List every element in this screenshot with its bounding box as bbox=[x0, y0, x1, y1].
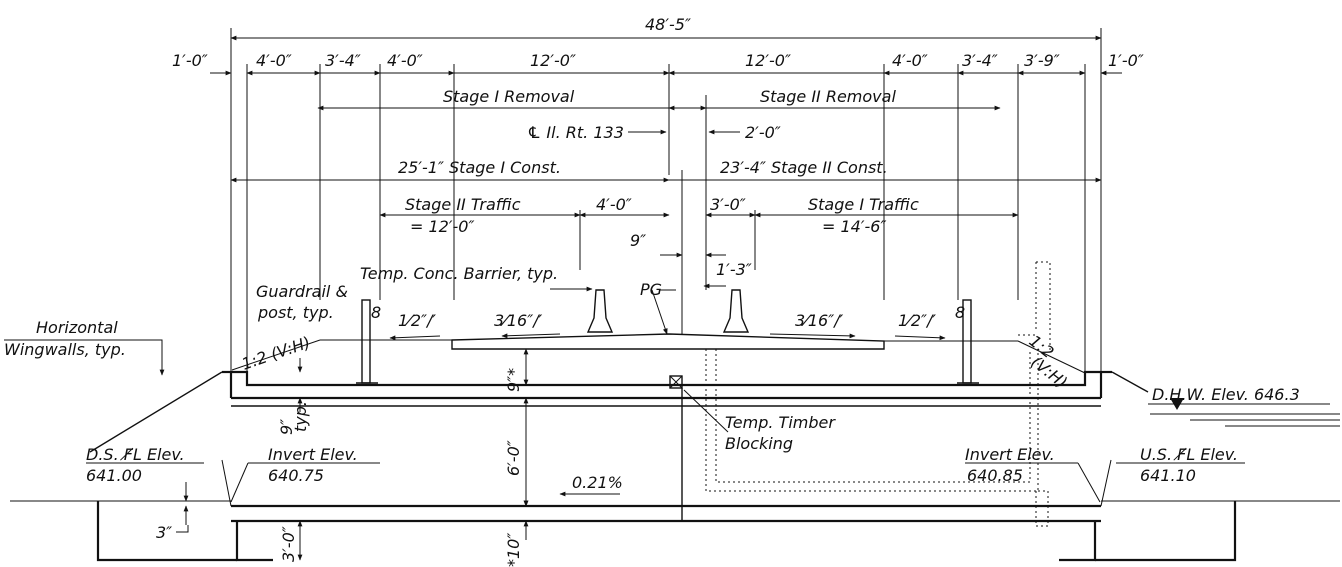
pg-label: PG bbox=[640, 280, 662, 299]
barrier-gap-dim: 9″ bbox=[630, 231, 646, 250]
guardrail-block-right: 8 bbox=[955, 303, 965, 322]
segment-dimensions: 1′-0″ 4′-0″ 3′-4″ 4′-0″ 12′-0″ 12′-0″ 4′… bbox=[172, 51, 1144, 76]
invert-left-label: Invert Elev. bbox=[268, 445, 358, 464]
barrier-gap-right-dim: 1′-3″ bbox=[716, 260, 752, 279]
right-edge-dim: 1′-0″ bbox=[1108, 51, 1144, 70]
barrier-offset-right-dim: 3′-0″ bbox=[710, 195, 746, 214]
guardrail-left: Guardrail & post, typ. 8 bbox=[256, 282, 381, 384]
culvert-structure bbox=[222, 370, 1112, 562]
removal-dimensions: Stage I Removal Stage II Removal bbox=[317, 87, 1001, 111]
overall-dim-text: 48′-5″ bbox=[645, 15, 691, 34]
temp-barrier-left bbox=[586, 289, 614, 333]
guardrail-label-b: post, typ. bbox=[257, 303, 334, 322]
timber-label-b: Blocking bbox=[725, 434, 793, 453]
cross-slope-3: 3⁄16″/′ bbox=[795, 311, 844, 330]
ds-fl-label: D.S. F̸L Elev. bbox=[86, 445, 185, 464]
barrier-offset-left-dim: 4′-0″ bbox=[596, 195, 632, 214]
stage1-removal-label: Stage I Removal bbox=[443, 87, 575, 106]
cross-slope-2: 3⁄16″/′ bbox=[494, 311, 543, 330]
stage2-traffic-label: Stage II Traffic bbox=[405, 195, 521, 214]
seg-1-dim: 4′-0″ bbox=[256, 51, 292, 70]
guardrail-block-left: 8 bbox=[371, 303, 381, 322]
dhw-label: D.H.W. Elev. 646.3 bbox=[1152, 385, 1300, 404]
centerline-offset-dim: 2′-0″ bbox=[745, 123, 781, 142]
seg-6-dim: 4′-0″ bbox=[892, 51, 928, 70]
temp-barrier-right bbox=[722, 289, 750, 333]
cross-slope-4: 1⁄2″/′ bbox=[898, 311, 936, 330]
cross-slope-1: 1⁄2″/′ bbox=[398, 311, 436, 330]
guardrail-label-a: Guardrail & bbox=[256, 282, 348, 301]
left-edge-dim: 1′-0″ bbox=[172, 51, 208, 70]
culvert-height-dim: 6′-0″ bbox=[504, 440, 523, 476]
slope-left-label: 1:2 (V:H) bbox=[239, 333, 313, 374]
invert-right-value: 640.85 bbox=[967, 466, 1023, 485]
timber-blocking bbox=[669, 375, 683, 389]
temp-barrier-label: Temp. Conc. Barrier, typ. bbox=[360, 264, 558, 283]
stage2-future-outline bbox=[705, 261, 1051, 527]
ground-and-wingwalls bbox=[10, 371, 1340, 562]
ds-fl-value: 641.00 bbox=[86, 466, 142, 485]
seg-5-dim: 12′-0″ bbox=[745, 51, 791, 70]
footing-depth-dim: 3′-0″ bbox=[279, 526, 298, 562]
construction-dimensions: 25′-1″ Stage I Const. 23′-4″ Stage II Co… bbox=[230, 158, 1102, 183]
invert-right-label: Invert Elev. bbox=[965, 445, 1055, 464]
timber-label-a: Temp. Timber bbox=[725, 413, 836, 432]
centerline-label: ℄ Il. Rt. 133 bbox=[527, 123, 624, 142]
seg-4-dim: 12′-0″ bbox=[530, 51, 576, 70]
seg-2-dim: 3′-4″ bbox=[325, 51, 361, 70]
vertical-dimensions: 9″* 6′-0″ *10″ 9″ typ. 3′-0″ 3″ bbox=[156, 348, 529, 567]
temporary-deck bbox=[451, 289, 885, 389]
bottom-slab-dim: *10″ bbox=[504, 533, 523, 567]
barrier-gap-dims: 9″ 1′-3″ bbox=[630, 231, 752, 289]
annotations: Horizontal Wingwalls, typ. D.H.W. Elev. … bbox=[4, 318, 1340, 503]
stage1-traffic-width: = 14′-6″ bbox=[822, 217, 886, 236]
wall-thickness-dim: 9″ bbox=[277, 419, 296, 435]
stage2-removal-label: Stage II Removal bbox=[760, 87, 896, 106]
centerline-note: ℄ Il. Rt. 133 2′-0″ bbox=[527, 123, 781, 142]
overall-dimension: 48′-5″ bbox=[230, 15, 1102, 41]
temp-barrier-callout: Temp. Conc. Barrier, typ. PG bbox=[360, 264, 676, 335]
stage1-const-label: 25′-1″ Stage I Const. bbox=[398, 158, 561, 177]
cross-slopes: 1⁄2″/′ 3⁄16″/′ 3⁄16″/′ 1⁄2″/′ bbox=[389, 311, 946, 341]
traffic-dimensions: Stage II Traffic = 12′-0″ 4′-0″ 3′-0″ St… bbox=[379, 195, 1019, 236]
stage2-const-label: 23′-4″ Stage II Const. bbox=[720, 158, 888, 177]
wall-thickness-typ: typ. bbox=[291, 401, 310, 432]
water-level-icon bbox=[1170, 398, 1184, 410]
wingwalls-label-b: Wingwalls, typ. bbox=[4, 340, 126, 359]
invert-left-value: 640.75 bbox=[268, 466, 324, 485]
grade-label: 0.21% bbox=[572, 473, 623, 492]
seg-7-dim: 3′-4″ bbox=[962, 51, 998, 70]
stage2-traffic-width: = 12′-0″ bbox=[410, 217, 474, 236]
deck-thickness-dim: 9″* bbox=[504, 368, 523, 392]
seg-3-dim: 4′-0″ bbox=[387, 51, 423, 70]
us-fl-value: 641.10 bbox=[1140, 466, 1196, 485]
seg-8-dim: 3′-9″ bbox=[1024, 51, 1060, 70]
edge-drop-dim: 3″ bbox=[156, 523, 172, 542]
stage1-traffic-label: Stage I Traffic bbox=[808, 195, 919, 214]
wingwalls-label-a: Horizontal bbox=[36, 318, 118, 337]
us-fl-label: U.S. F̸L Elev. bbox=[1140, 445, 1238, 464]
